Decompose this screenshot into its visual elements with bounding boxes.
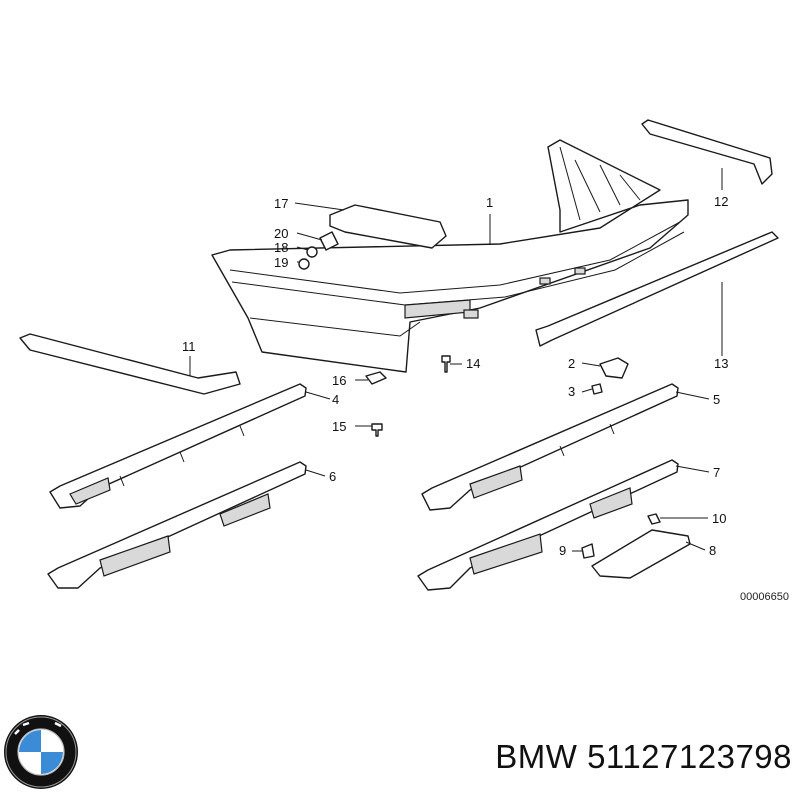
trim-part-7 bbox=[417, 459, 679, 591]
bumper-assembly-part-1 bbox=[211, 139, 689, 373]
moulding-part-13 bbox=[535, 231, 779, 347]
callout-18: 18 bbox=[274, 240, 288, 255]
callout-4: 4 bbox=[332, 392, 339, 407]
leader-lines bbox=[189, 168, 723, 552]
callout-2: 2 bbox=[568, 356, 575, 371]
callout-10: 10 bbox=[712, 511, 726, 526]
diagram-number: 00006650 bbox=[740, 591, 789, 603]
callout-15: 15 bbox=[332, 419, 346, 434]
screw-part-15 bbox=[371, 423, 383, 437]
trim-part-6 bbox=[47, 461, 307, 589]
callout-13: 13 bbox=[714, 356, 728, 371]
bracket-part-8 bbox=[591, 529, 691, 579]
callout-11: 11 bbox=[182, 339, 196, 354]
callout-8: 8 bbox=[709, 543, 716, 558]
callout-5: 5 bbox=[713, 392, 720, 407]
callout-14: 14 bbox=[466, 356, 480, 371]
screw-part-19 bbox=[298, 258, 310, 270]
trim-part-4 bbox=[49, 383, 307, 509]
clip-part-20 bbox=[319, 231, 339, 251]
callout-12: 12 bbox=[714, 194, 728, 209]
screw-part-14 bbox=[441, 355, 451, 373]
callout-9: 9 bbox=[559, 543, 566, 558]
cover-part-2 bbox=[599, 357, 629, 379]
callout-19: 19 bbox=[274, 255, 288, 270]
bracket-part-17 bbox=[329, 204, 447, 249]
trim-part-5 bbox=[421, 383, 679, 511]
callout-16: 16 bbox=[332, 373, 346, 388]
nut-part-16 bbox=[365, 371, 387, 385]
clip-part-9 bbox=[581, 543, 595, 559]
clip-part-10 bbox=[647, 513, 661, 525]
callout-1: 1 bbox=[486, 195, 493, 210]
clip-part-3 bbox=[591, 383, 603, 395]
bmw-logo bbox=[4, 715, 78, 789]
callout-7: 7 bbox=[713, 465, 720, 480]
part-number-caption: BMW 51127123798 bbox=[495, 738, 792, 775]
callout-20: 20 bbox=[274, 226, 288, 241]
callout-3: 3 bbox=[568, 384, 575, 399]
trim-strip-part-12 bbox=[641, 119, 773, 185]
clip-part-18 bbox=[306, 246, 318, 258]
callout-17: 17 bbox=[274, 196, 288, 211]
moulding-part-11 bbox=[19, 333, 241, 395]
callout-6: 6 bbox=[329, 469, 336, 484]
